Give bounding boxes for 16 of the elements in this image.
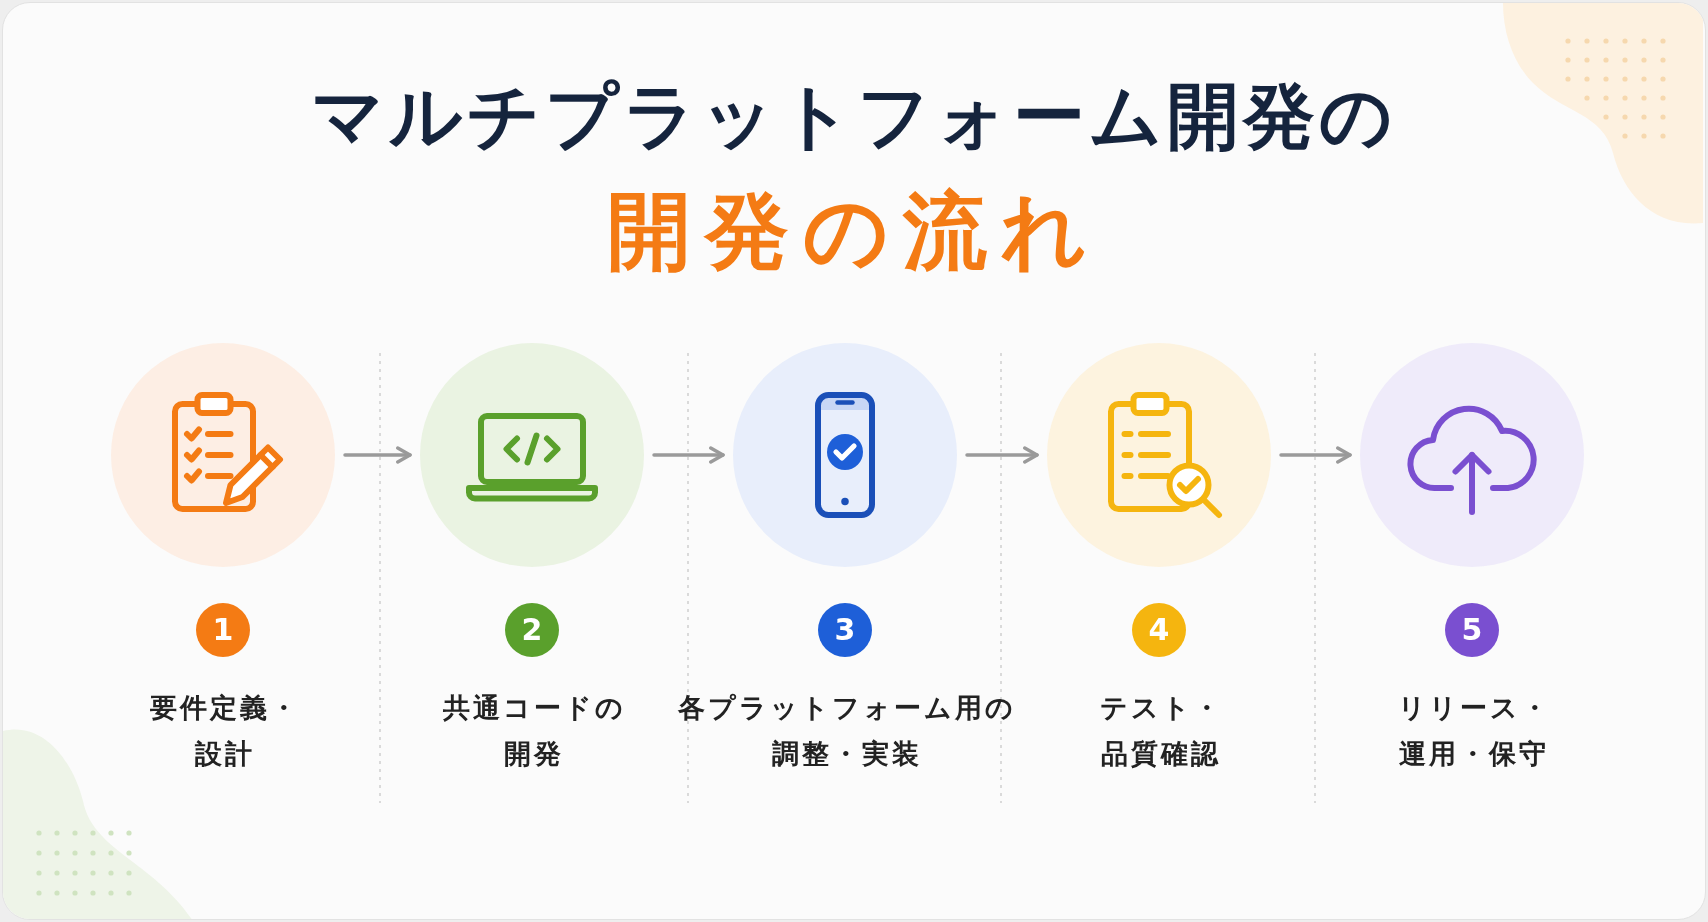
- arrow: [343, 446, 412, 464]
- arrow: [1279, 446, 1352, 464]
- step-number-badge: 3: [818, 603, 872, 657]
- arrow: [652, 446, 725, 464]
- step-number-badge: 5: [1445, 603, 1499, 657]
- heading-highlight: 開発の流れ: [606, 181, 1102, 282]
- title: マルチプラットフォーム開発の: [310, 73, 1398, 160]
- step-label: 要件定義・設計: [149, 691, 301, 771]
- step-number-badge: 1: [196, 603, 250, 657]
- step-number-badge: 4: [1132, 603, 1186, 657]
- step-label: テスト・品質確認: [1098, 691, 1224, 771]
- step-number-badge: 2: [505, 603, 559, 657]
- step-label: 共通コードの開発: [441, 691, 627, 771]
- step-label: 各プラットフォーム用の調整・実装: [677, 691, 1017, 771]
- arrow: [965, 446, 1039, 464]
- step-label: リリース・運用・保守: [1396, 691, 1552, 771]
